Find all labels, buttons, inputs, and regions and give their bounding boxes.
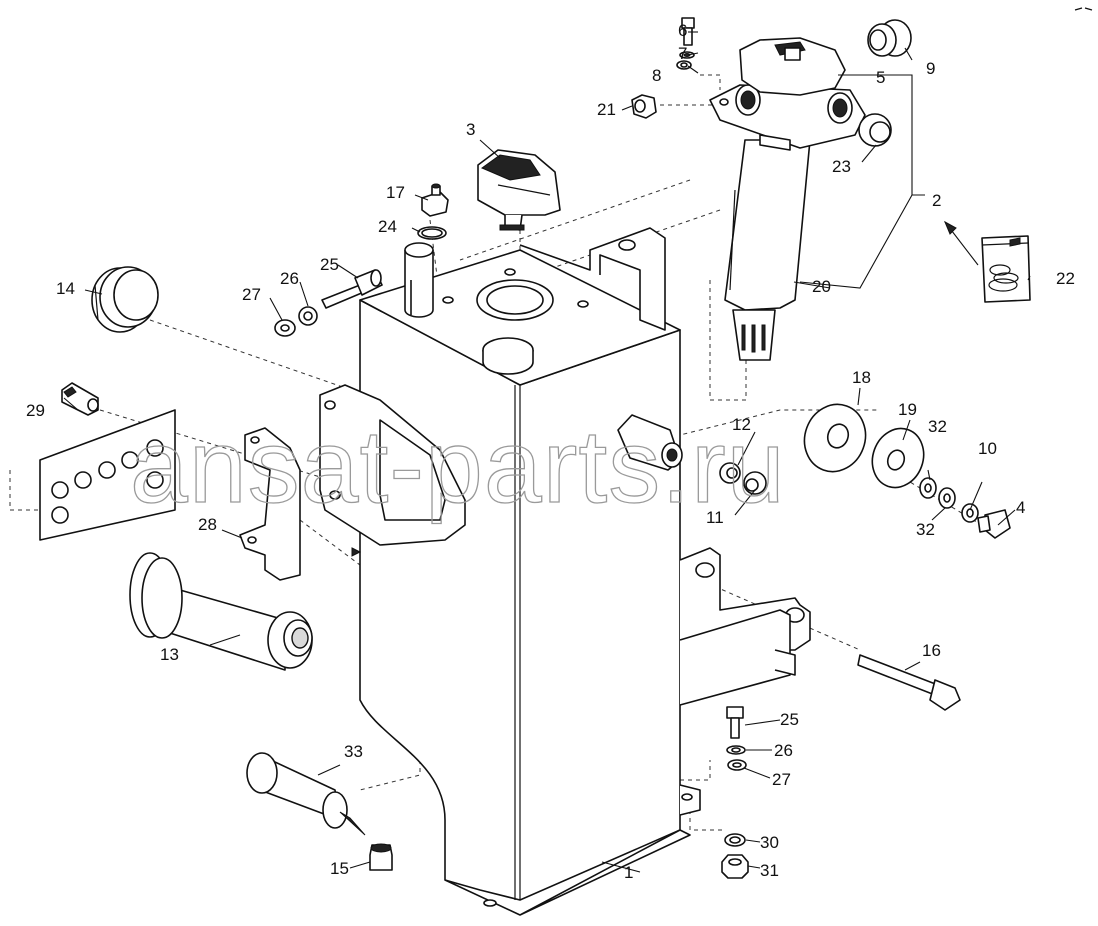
washer-32-a [919, 477, 937, 499]
callout-20: 20 [812, 277, 831, 296]
callout-10: 10 [978, 439, 997, 458]
callout-21: 21 [597, 100, 616, 119]
callout-2: 2 [932, 191, 941, 210]
callout-9: 9 [926, 59, 935, 78]
callout-12: 12 [732, 415, 751, 434]
leader-lines [63, 31, 1031, 873]
return-filter-assembly [709, 37, 866, 361]
callout-30: 30 [760, 833, 779, 852]
plug-15 [369, 843, 393, 871]
o-ring-24 [417, 226, 447, 240]
washer-26-top [298, 306, 318, 326]
callout-3: 3 [466, 120, 475, 139]
corner-mark [1074, 7, 1093, 11]
washer-8 [676, 60, 692, 70]
fitting-12 [617, 414, 683, 471]
callout-11: 11 [706, 508, 724, 527]
fitting-9 [867, 19, 912, 57]
fitting-29 [61, 382, 99, 416]
callout-25-bottom: 25 [780, 710, 799, 729]
callout-26-top: 26 [280, 269, 299, 288]
callout-23: 23 [832, 157, 851, 176]
callout-24: 24 [378, 217, 397, 236]
callout-28: 28 [198, 515, 217, 534]
washer-27-top [274, 319, 296, 337]
callout-27-top: 27 [242, 285, 261, 304]
suction-filter-13 [129, 552, 313, 671]
filler-cap-3 [477, 149, 561, 231]
callout-22: 22 [1056, 269, 1075, 288]
callout-1: 1 [624, 863, 633, 882]
seal-kit-bag-22 [981, 235, 1031, 303]
ring-cap-14 [91, 266, 159, 333]
side-handle-bracket [319, 384, 466, 546]
callout-8: 8 [652, 66, 661, 85]
bolt-25-bottom [726, 706, 744, 739]
washer-11 [743, 471, 767, 495]
bottom-foot-bracket [679, 784, 701, 816]
callout-7: 7 [678, 44, 687, 63]
callout-32-top: 32 [928, 417, 947, 436]
nut-31 [721, 854, 749, 879]
washer-10 [961, 503, 979, 523]
callout-26-bottom: 26 [774, 741, 793, 760]
perforated-plate [39, 409, 176, 541]
breather-17 [421, 183, 449, 217]
callout-14: 14 [56, 279, 75, 298]
washer-19 [871, 427, 925, 489]
callout-13: 13 [160, 645, 179, 664]
bolt-16 [857, 654, 961, 711]
plug-23 [858, 113, 892, 147]
watermark-text: ansat-parts.ru [130, 409, 786, 525]
callout-4: 4 [1016, 498, 1025, 517]
washer-30 [724, 833, 746, 847]
callout-19: 19 [898, 400, 917, 419]
callout-31: 31 [760, 861, 779, 880]
callout-17: 17 [386, 183, 405, 202]
callout-labels: 1 2 3 4 5 6 7 8 9 10 11 12 13 14 15 16 1… [26, 21, 1075, 882]
nut-11 [719, 462, 741, 484]
callout-33: 33 [344, 742, 363, 761]
callout-15: 15 [330, 859, 349, 878]
callout-32-bottom: 32 [916, 520, 935, 539]
strainer-33 [246, 752, 366, 836]
callout-25-top: 25 [320, 255, 339, 274]
bolt-4 [977, 509, 1011, 539]
callout-29: 29 [26, 401, 45, 420]
bracket-28 [239, 427, 301, 581]
bolt-25-top [321, 269, 383, 309]
washer-27-bottom [727, 759, 747, 771]
washer-32-b [938, 487, 956, 509]
callout-6: 6 [678, 21, 687, 40]
washer-26-bottom [726, 745, 746, 755]
callout-16: 16 [922, 641, 941, 660]
callout-5: 5 [876, 68, 885, 87]
plug-21 [631, 94, 657, 119]
hydraulic-tank-body [359, 227, 691, 916]
washer-18 [803, 403, 867, 473]
side-mount-bracket [679, 547, 811, 706]
callout-27-bottom: 27 [772, 770, 791, 789]
callout-18: 18 [852, 368, 871, 387]
